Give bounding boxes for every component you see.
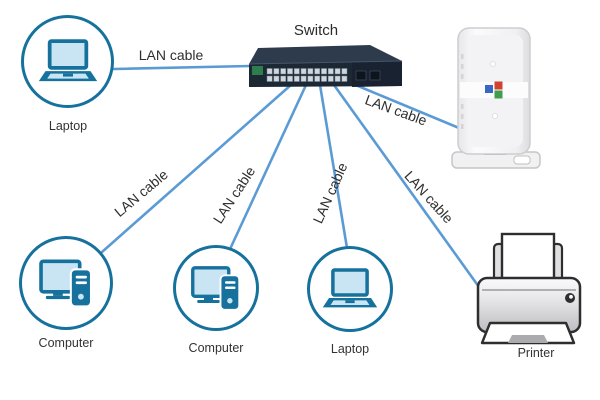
laptop-top-label: Laptop [48,119,88,133]
printer-icon [476,232,582,345]
laptop-icon [322,267,378,307]
laptop-icon [38,38,97,81]
cable-to-laptop-bottom [318,83,349,250]
switch-ports [266,68,381,82]
cable-to-computer-2 [229,83,308,249]
laptop-bottom-node [307,246,393,332]
router-icon [451,27,541,169]
printer-label: Printer [517,346,555,360]
cable-label-laptop-top: LAN cable [138,47,204,63]
laptop-bottom-label: Laptop [330,342,370,356]
computer-2-node [173,245,259,331]
computer-1-node [19,236,113,330]
switch-label: Switch [293,22,339,39]
laptop-top-node [21,15,114,108]
cable-to-laptop-top [112,64,252,71]
computer-1-label: Computer [38,336,94,350]
cable-to-printer [332,83,481,289]
cable-to-computer-1 [100,82,294,254]
router-logo [485,81,503,99]
computer-2-label: Computer [188,341,244,355]
cable-to-router [344,79,461,130]
computer-icon [191,266,241,311]
computer-icon [39,259,92,308]
switch-icon [248,45,403,87]
